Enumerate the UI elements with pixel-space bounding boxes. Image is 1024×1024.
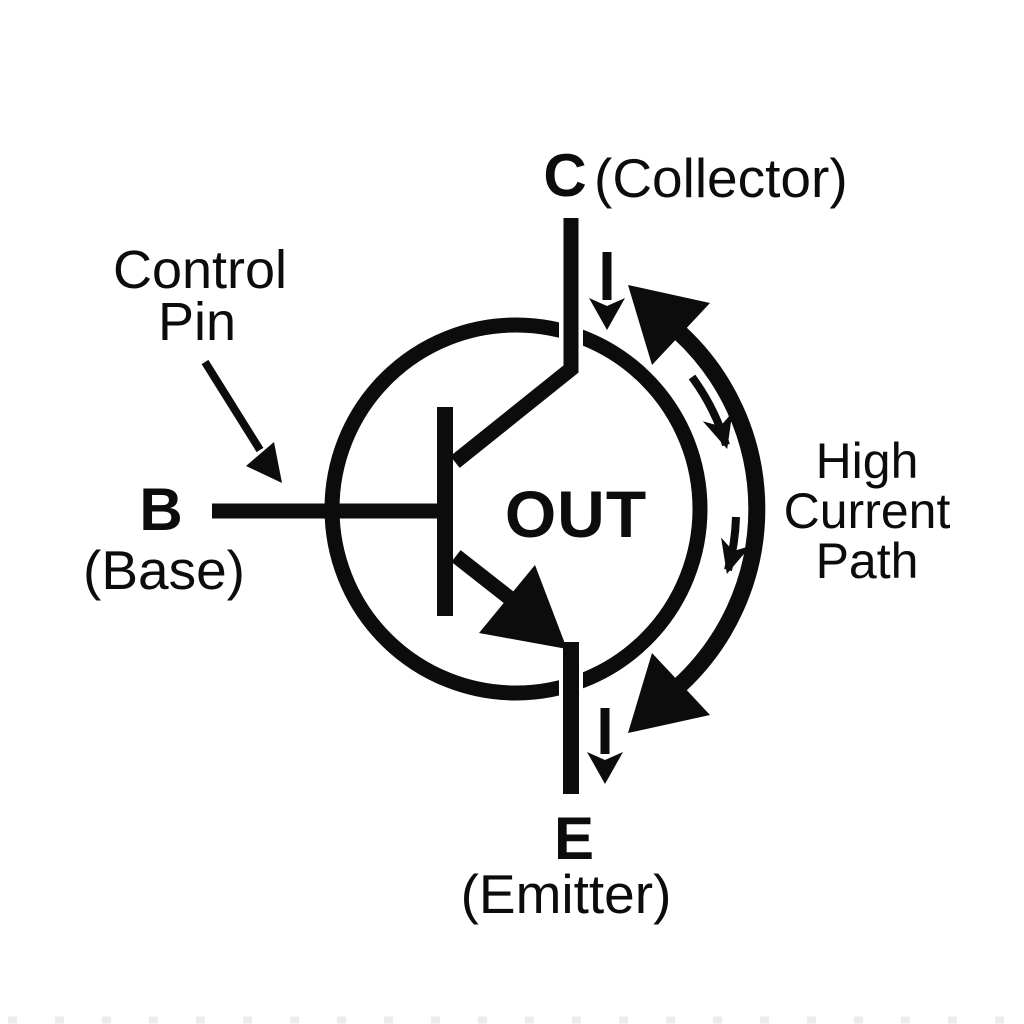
emitter-name-label: (Emitter) (461, 863, 672, 925)
current-direction-arrow-lower-icon (721, 516, 751, 575)
collector-lead (450, 218, 579, 468)
high-current-path-label-line2: Current (784, 483, 951, 539)
out-label: OUT (505, 477, 647, 551)
emitter-arrowhead-icon (479, 565, 567, 649)
control-pin-label-line2: Pin (158, 292, 236, 352)
collector-name-label: (Collector) (594, 147, 848, 209)
emitter-letter-label: E (554, 805, 594, 872)
base-letter-label: B (139, 476, 182, 543)
high-current-path-label-line1: High (816, 433, 919, 489)
emitter-current-arrow-icon (587, 708, 623, 784)
collector-letter-label: C (543, 142, 586, 209)
control-pin-pointer-arrow-icon (201, 359, 282, 483)
control-pin-label-line1: Control (113, 240, 287, 300)
high-current-path-arc (674, 326, 766, 692)
collector-current-arrow-icon (589, 252, 625, 330)
base-name-label: (Base) (83, 539, 245, 601)
high-current-arc-top-arrowhead-icon (628, 285, 710, 365)
current-direction-arrow-upper-icon (688, 374, 733, 450)
high-current-path-label-line3: Path (816, 533, 919, 589)
high-current-arc-bottom-arrowhead-icon (628, 653, 710, 733)
